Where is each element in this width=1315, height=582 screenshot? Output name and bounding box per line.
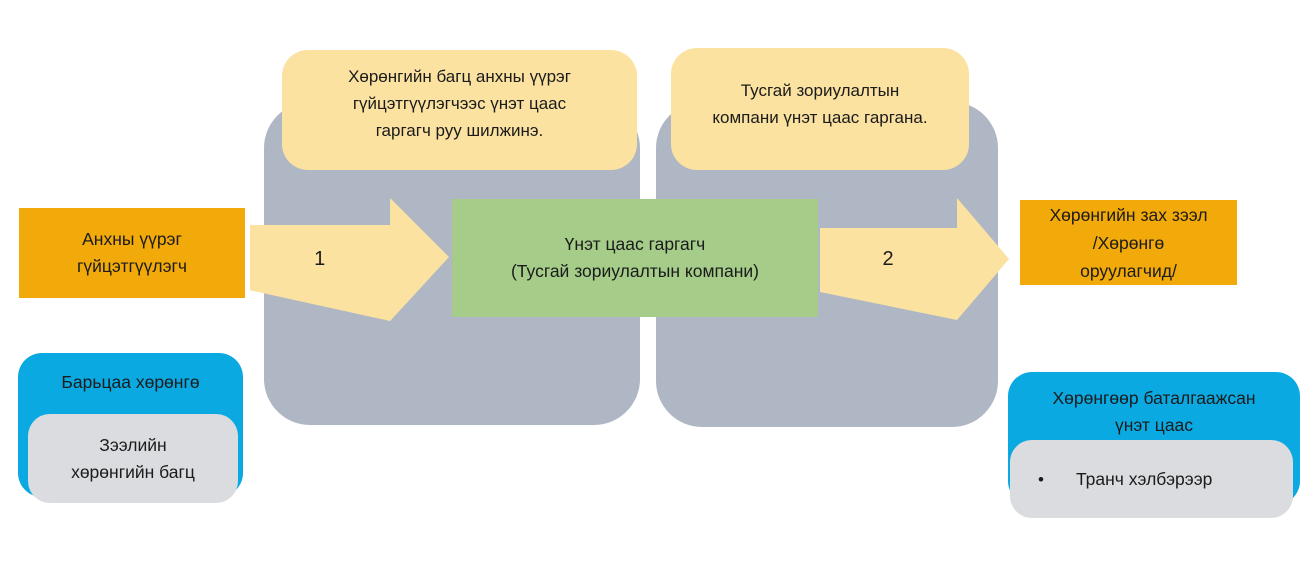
note-securities-issue: Тусгай зориулалтын компани үнэт цаас гар… (671, 48, 969, 170)
flow-arrow-2-label: 2 (882, 247, 894, 270)
loan-portfolio-item: Зээлийн хөрөнгийн багц (28, 414, 238, 503)
tranche-item: • Транч хэлбэрээр (1010, 440, 1293, 518)
bullet-icon: • (1038, 469, 1044, 489)
collateral-header: Барьцаа хөрөнгө (61, 372, 200, 392)
flow-arrow-1-label: 1 (314, 248, 326, 270)
abs-header: Хөрөнгөөр баталгаажсан үнэт цаас (1052, 388, 1256, 435)
loan-portfolio-label: Зээлийн хөрөнгийн багц (71, 434, 195, 482)
originator-label: Анхны үүрэг гүйцэтгүүлэгч (76, 229, 188, 276)
issuer-box: Үнэт цаас гаргагч (Тусгай зориулалтын ко… (452, 199, 818, 317)
capital-market-box: Хөрөнгийн зах зээл /Хөрөнгө оруулагчид/ (1020, 200, 1237, 285)
tranche-label: Транч хэлбэрээр (1075, 468, 1213, 489)
originator-box: Анхны үүрэг гүйцэтгүүлэгч (19, 208, 245, 298)
note-securities-issue-text: Тусгай зориулалтын компани үнэт цаас гар… (712, 81, 928, 127)
issuer-label: Үнэт цаас гаргагч (Тусгай зориулалтын ко… (510, 234, 759, 281)
capital-market-label: Хөрөнгийн зах зээл /Хөрөнгө оруулагчид/ (1049, 204, 1208, 281)
note-asset-transfer: Хөрөнгийн багц анхны үүрэг гүйцэтгүүлэгч… (282, 50, 637, 170)
note-asset-transfer-text: Хөрөнгийн багц анхны үүрэг гүйцэтгүүлэгч… (348, 66, 571, 140)
